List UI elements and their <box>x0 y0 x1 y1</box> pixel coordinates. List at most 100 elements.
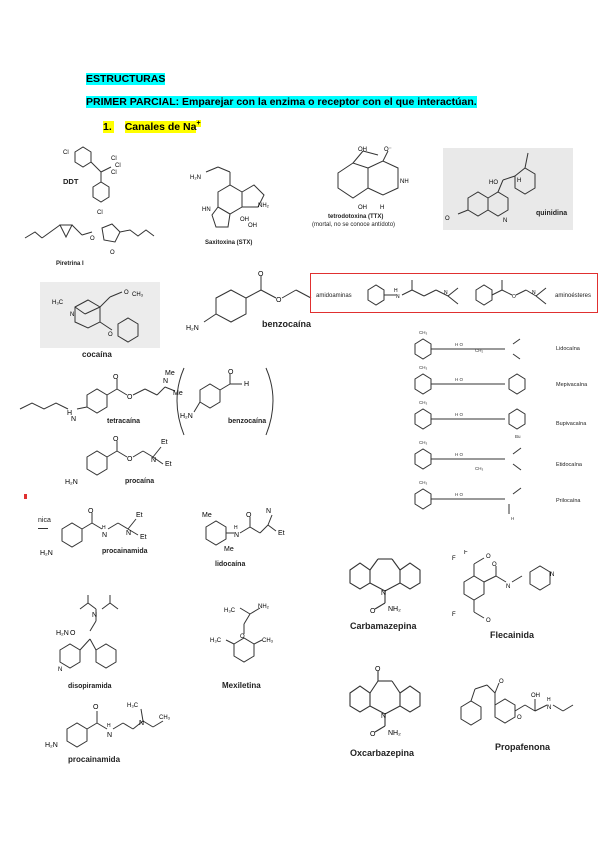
svg-text:O: O <box>93 704 99 711</box>
svg-text:Cl: Cl <box>97 210 103 216</box>
aminoesteres-structure: ON <box>475 280 547 306</box>
benzocaina-top-structure: OO H₂N <box>186 271 312 332</box>
page-title: ESTRUCTURAS <box>86 73 166 85</box>
svg-text:NH₂: NH₂ <box>388 730 401 737</box>
svg-text:N: N <box>107 732 112 739</box>
disopiramida-structure: N H₂N O N <box>56 595 119 673</box>
svg-text:Et: Et <box>140 534 147 541</box>
svg-text:Me: Me <box>202 512 212 519</box>
tetracaina-label: tetracaína <box>107 418 141 425</box>
svg-text:N: N <box>70 312 74 318</box>
svg-text:H: H <box>517 178 521 184</box>
svg-text:O: O <box>445 216 450 222</box>
cocaina-label: cocaína <box>82 350 112 359</box>
svg-text:H₂N: H₂N <box>40 550 53 557</box>
mexiletina-label: Mexiletina <box>222 681 261 690</box>
svg-text:O: O <box>492 562 497 568</box>
svg-text:N: N <box>234 532 239 539</box>
svg-text:Cl: Cl <box>115 163 121 169</box>
svg-text:HN: HN <box>202 207 211 213</box>
disopiramida-label: disopiramida <box>68 683 112 690</box>
svg-text:Et: Et <box>161 439 168 446</box>
svg-text:F: F <box>452 556 456 562</box>
ttx-note: (mortal, no se conoce antídoto) <box>312 222 396 228</box>
benzocaina-top-label: benzocaína <box>262 319 312 329</box>
svg-text:H: H <box>244 381 249 388</box>
nica-underline <box>38 528 48 529</box>
amidoaminas-structure: HN N <box>367 280 459 306</box>
svg-text:H₂N: H₂N <box>190 175 201 181</box>
red-mark <box>24 494 27 499</box>
svg-text:CH₃: CH₃ <box>419 400 427 405</box>
svg-text:F: F <box>464 550 468 556</box>
svg-text:N: N <box>58 667 62 673</box>
quinidina-label: quinidina <box>536 210 568 217</box>
bupivacaina-label: Bupivacaína <box>556 421 587 427</box>
svg-text:N: N <box>151 457 156 464</box>
svg-text:CH₃: CH₃ <box>419 440 427 445</box>
svg-text:CH₃: CH₃ <box>419 480 427 485</box>
svg-text:O: O <box>108 332 113 338</box>
ddt-label: DDT <box>63 177 79 186</box>
svg-text:CH₂: CH₂ <box>475 348 483 353</box>
svg-text:O: O <box>517 715 522 721</box>
nica-text: nica <box>38 517 51 524</box>
svg-text:H₂N: H₂N <box>186 325 199 332</box>
svg-text:H: H <box>547 697 551 703</box>
svg-text:Cl: Cl <box>111 170 117 176</box>
svg-text:OH: OH <box>240 217 249 223</box>
svg-text:O: O <box>127 394 133 401</box>
svg-text:CH₃: CH₃ <box>262 638 274 644</box>
svg-text:O: O <box>113 436 119 443</box>
svg-text:O: O <box>375 666 381 673</box>
lidocaina-right-label: Lidocaína <box>556 346 580 352</box>
carbamazepina-structure: NO NH₂ <box>349 558 421 615</box>
svg-text:NH₂: NH₂ <box>258 604 270 610</box>
aminoesteres-label: aminoésteres <box>555 293 592 299</box>
flecainida-label: Flecainida <box>490 630 535 640</box>
procainamida-mid-label: procainamida <box>102 548 148 555</box>
svg-text:O: O <box>486 554 491 560</box>
svg-text:O: O <box>124 290 129 296</box>
svg-text:H₃C: H₃C <box>52 300 64 306</box>
svg-text:Cl: Cl <box>111 156 117 162</box>
svg-text:CH₃: CH₃ <box>132 292 144 298</box>
procaina-label: procaína <box>125 478 155 485</box>
propafenona-structure: OO OHN H <box>460 679 574 726</box>
svg-text:H O: H O <box>455 452 464 457</box>
svg-text:O: O <box>70 630 76 637</box>
svg-text:F: F <box>452 612 456 618</box>
svg-text:H: H <box>511 516 514 521</box>
section-title: Canales de Na <box>124 120 197 133</box>
svg-text:H₃C: H₃C <box>127 703 139 709</box>
amide-ester-box <box>310 273 598 313</box>
quinidina-structure: OHO NH <box>445 152 536 224</box>
svg-text:H₂N: H₂N <box>65 479 78 486</box>
svg-text:N: N <box>266 508 271 515</box>
svg-text:CH₃: CH₃ <box>419 365 427 370</box>
svg-text:N: N <box>92 612 97 619</box>
svg-text:Et: Et <box>136 512 143 519</box>
svg-text:Et: Et <box>165 461 172 468</box>
svg-text:N: N <box>444 290 448 296</box>
svg-text:O: O <box>240 634 245 640</box>
svg-text:H: H <box>394 288 398 294</box>
carbamazepina-label: Carbamazepina <box>350 621 417 631</box>
section-superscript: + <box>196 120 201 127</box>
section-heading: 1. Canales de Na+ <box>103 117 201 134</box>
svg-text:H₃C: H₃C <box>224 608 236 614</box>
svg-text:O: O <box>90 236 95 242</box>
svg-text:N: N <box>126 530 131 537</box>
benzocaina-mid-structure: OH H₂N <box>176 367 274 436</box>
svg-text:O⁻: O⁻ <box>384 147 392 153</box>
svg-text:HO: HO <box>489 180 498 186</box>
svg-text:H O: H O <box>455 377 464 382</box>
svg-text:H₂N: H₂N <box>56 630 69 637</box>
lidocaina-mid-structure: MeN HO NEt Me <box>202 508 285 553</box>
svg-text:O: O <box>370 731 376 738</box>
svg-text:O: O <box>110 250 115 256</box>
